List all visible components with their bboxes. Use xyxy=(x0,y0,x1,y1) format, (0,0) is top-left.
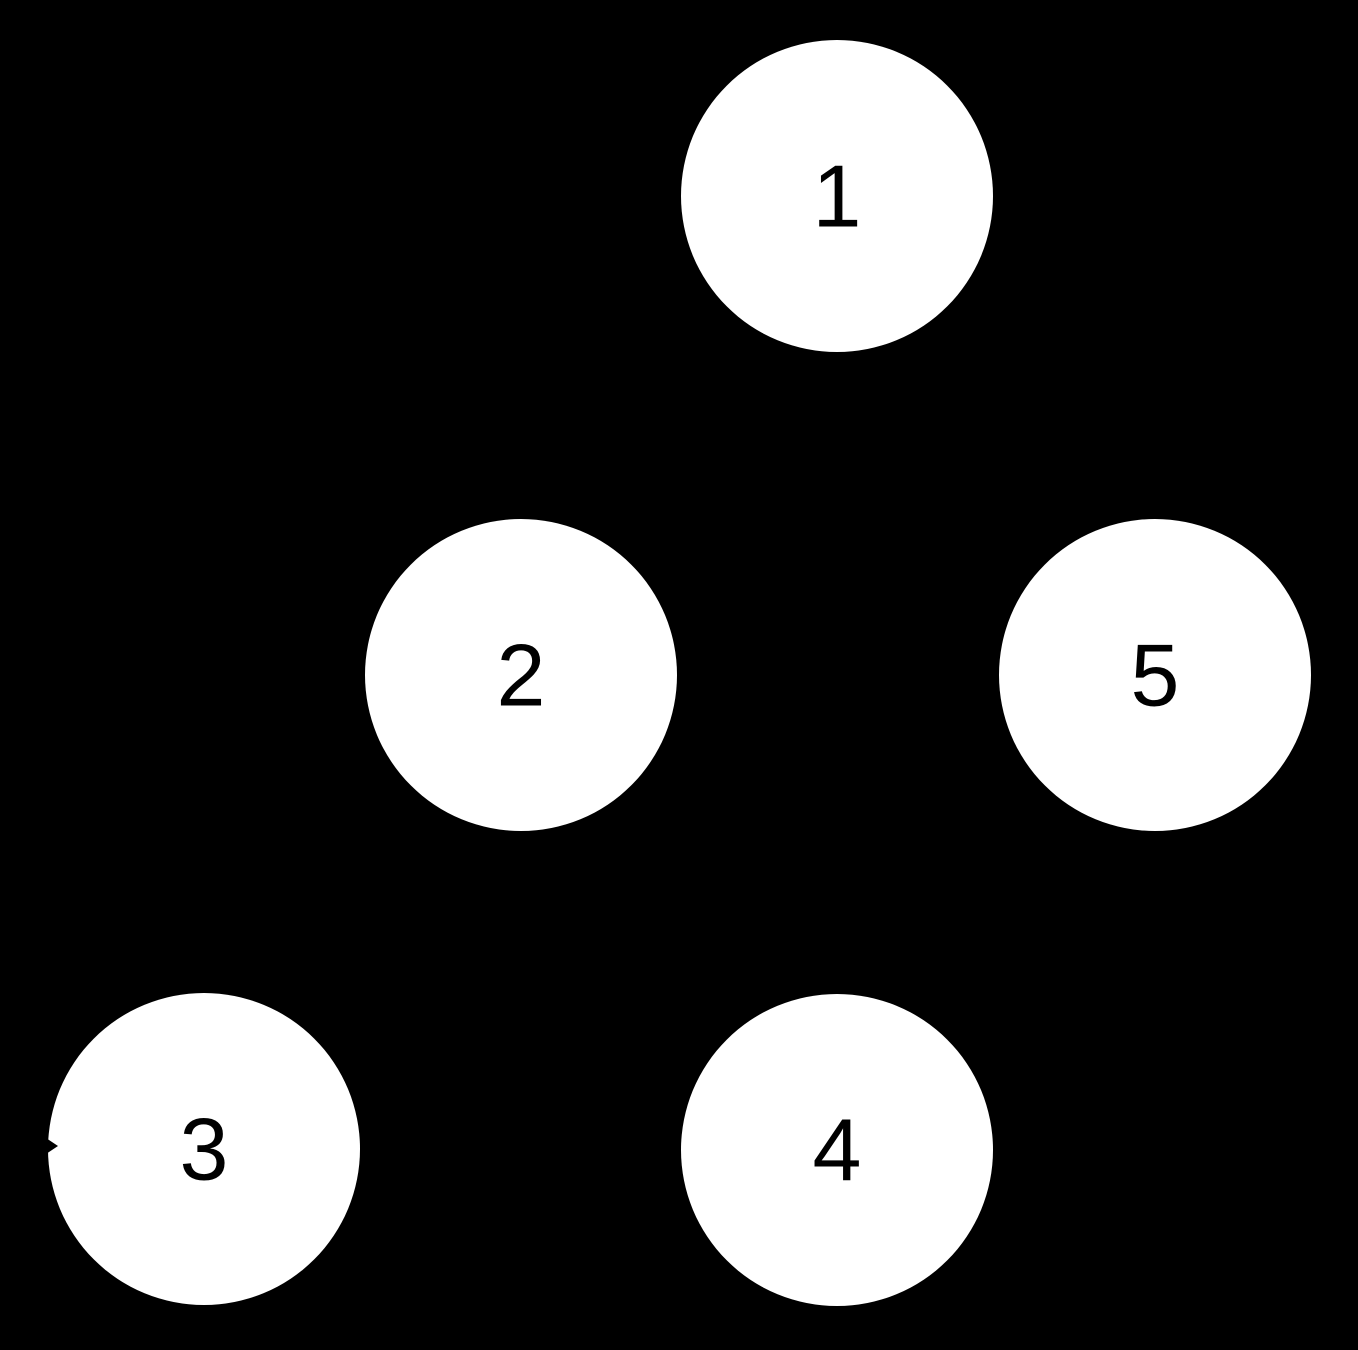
graph-node: 3 xyxy=(48,993,360,1305)
node-circle xyxy=(365,519,677,831)
graph-node: 4 xyxy=(681,994,993,1306)
edge-arrowhead-icon xyxy=(34,1130,58,1162)
node-label: 5 xyxy=(1131,626,1180,725)
node-circle xyxy=(48,993,360,1305)
node-label: 1 xyxy=(813,147,862,246)
node-circle xyxy=(681,994,993,1306)
graph-node: 1 xyxy=(681,40,993,352)
node-label: 3 xyxy=(180,1100,229,1199)
node-label: 4 xyxy=(813,1101,862,1200)
graph-node: 5 xyxy=(999,519,1311,831)
node-circle xyxy=(681,40,993,352)
node-label: 2 xyxy=(497,626,546,725)
graph-node: 2 xyxy=(365,519,677,831)
node-circle xyxy=(999,519,1311,831)
